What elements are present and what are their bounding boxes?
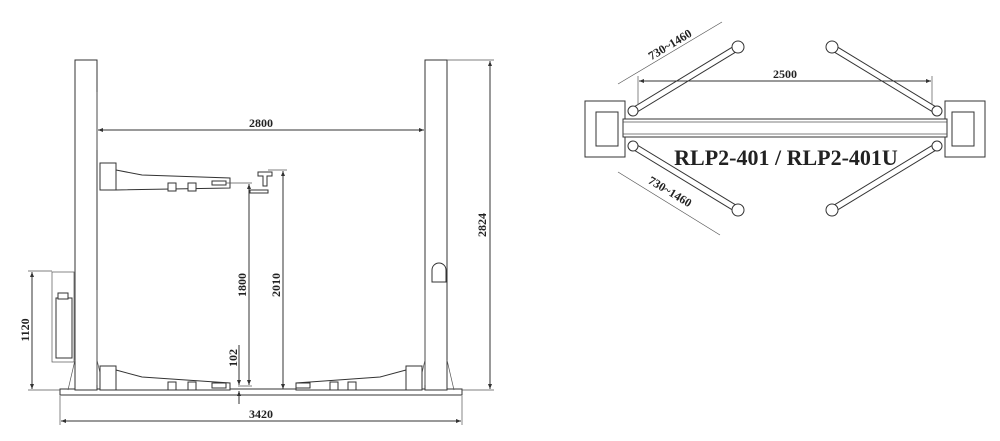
floor-plate xyxy=(622,118,948,138)
left-column xyxy=(74,59,98,391)
dim-3420: 3420 xyxy=(249,407,273,421)
dim-2824: 2824 xyxy=(475,213,489,237)
lock-release-cover xyxy=(431,262,447,283)
dim-2800: 2800 xyxy=(249,116,273,130)
model-label: RLP2-401 / RLP2-401U xyxy=(674,145,898,170)
right-arm-lowered xyxy=(295,365,423,391)
dim-1120: 1120 xyxy=(18,318,32,341)
dim-102: 102 xyxy=(226,349,240,367)
dim-arm-reach-top: 730~1460 xyxy=(646,26,695,63)
base-plate xyxy=(59,388,463,396)
dim-2010: 2010 xyxy=(269,273,283,297)
dim-1800: 1800 xyxy=(235,273,249,297)
power-unit xyxy=(51,271,75,363)
right-column xyxy=(424,59,448,391)
lift-arms xyxy=(627,40,943,217)
dim-2500: 2500 xyxy=(773,67,797,81)
left-arm-raised xyxy=(99,162,273,194)
left-arm-lowered xyxy=(99,365,231,391)
